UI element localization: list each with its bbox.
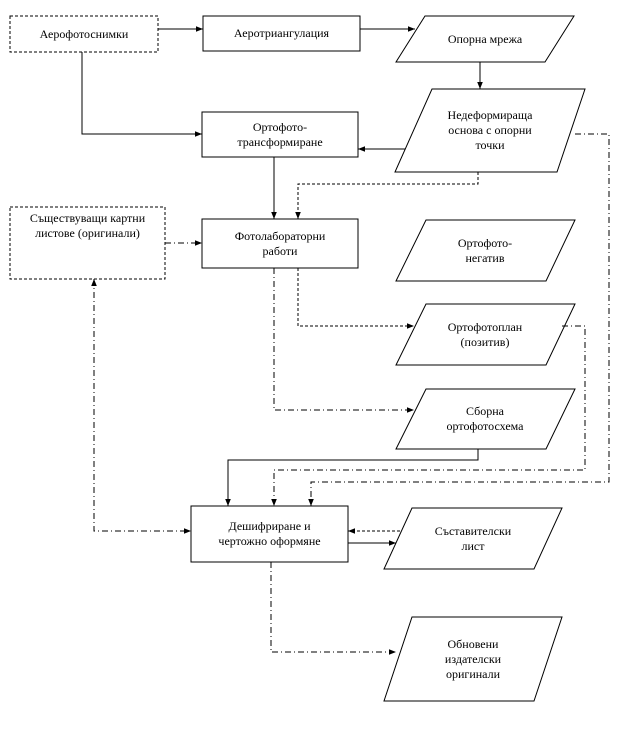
orthophoto-negative-label: Ортофото- негатив bbox=[457, 235, 513, 265]
aerial-photos-label: Аерофотоснимки bbox=[39, 26, 129, 41]
aerotriangulation-box bbox=[202, 15, 361, 52]
orthophoto-transform-label: Ортофото- трансформиране bbox=[237, 119, 323, 149]
existing-map-sheets-box bbox=[9, 206, 166, 280]
arrow-mapsheets-deciphering-bidirectional bbox=[91, 279, 191, 534]
arrow-orthoplan-to-deciphering bbox=[271, 325, 586, 506]
orthophoto-plan-label: Ортофотоплан (позитив) bbox=[447, 319, 523, 349]
undeformed-base-shape bbox=[394, 88, 586, 173]
deciphering-drafting-box bbox=[190, 505, 349, 563]
orthophoto-plan-shape bbox=[395, 303, 576, 366]
arrow-base-to-deciphering bbox=[308, 133, 610, 506]
control-network-label: Опорна мрежа bbox=[447, 31, 523, 46]
arrow-deciphering-to-updated-originals bbox=[270, 562, 396, 655]
compilation-sheet-shape bbox=[383, 507, 563, 570]
deciphering-drafting-label: Дешифриране и чертожно оформяне bbox=[218, 519, 321, 548]
updated-originals-label: Обновени издателски оригинали bbox=[444, 636, 502, 681]
orthophoto-negative-shape bbox=[395, 219, 576, 282]
existing-map-sheets-label: Съществуващи картни листове (оригинали) bbox=[29, 211, 146, 240]
control-network-shape bbox=[395, 15, 575, 63]
aerotriangulation-label: Аеротриангулация bbox=[233, 26, 330, 40]
aerial-photos-box bbox=[9, 15, 159, 53]
arrow-photos-to-orthotransform bbox=[81, 52, 202, 137]
undeformed-base-label: Недеформираща основа с опорни точки bbox=[447, 108, 533, 152]
composite-scheme-label: Сборна ортофотосхема bbox=[446, 404, 524, 433]
composite-scheme-shape bbox=[395, 388, 576, 450]
photolab-works-box bbox=[201, 218, 359, 269]
updated-originals-shape bbox=[383, 616, 563, 702]
arrow-photolab-to-orthoplan bbox=[297, 268, 414, 329]
compilation-sheet-label: Съставителски лист bbox=[434, 523, 512, 553]
arrow-base-to-photolab bbox=[295, 172, 479, 219]
photolab-works-label: Фотолабораторни работи bbox=[234, 228, 326, 258]
arrow-scheme-to-deciphering bbox=[225, 449, 479, 506]
arrow-photolab-to-scheme bbox=[273, 268, 414, 413]
orthophoto-transform-box bbox=[201, 111, 359, 158]
